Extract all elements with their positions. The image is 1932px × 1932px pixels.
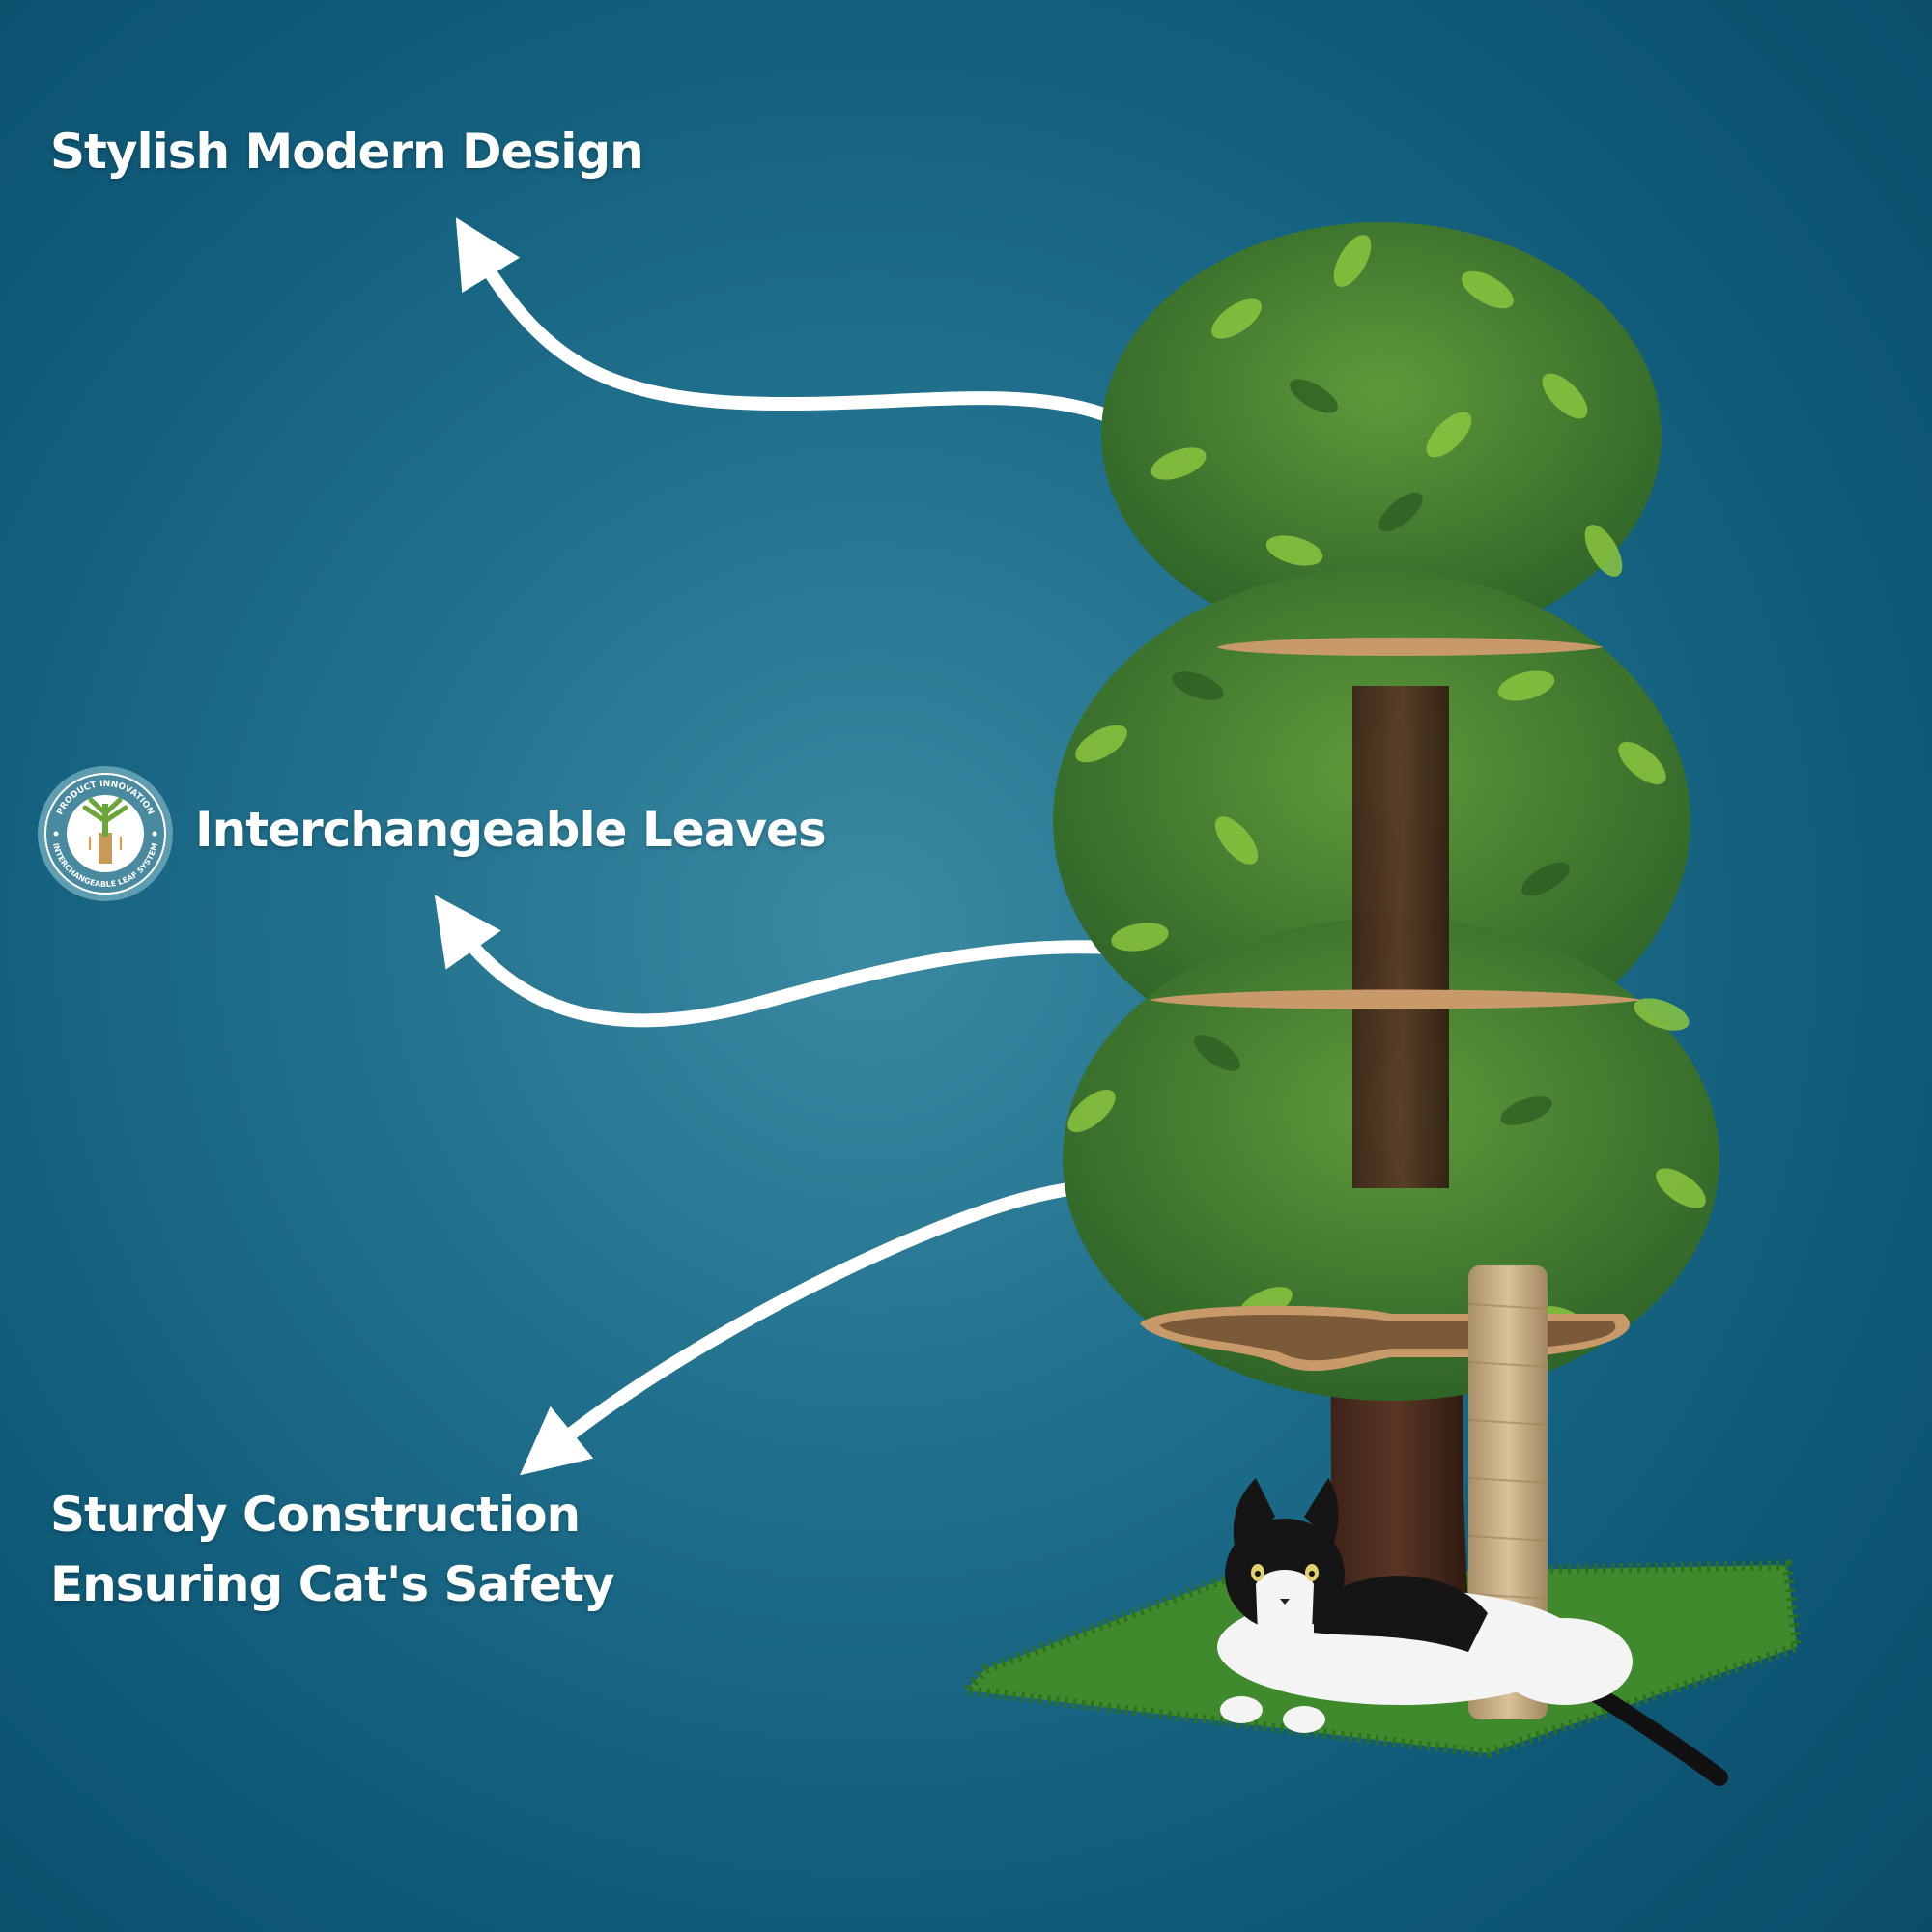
- callout-sturdy: Sturdy Construction Ensuring Cat's Safet…: [50, 1480, 614, 1619]
- tree-icon: [82, 797, 128, 864]
- callout-sturdy-line2: Ensuring Cat's Safety: [50, 1556, 614, 1612]
- platform-middle: [1150, 989, 1642, 1009]
- cat-tree-illustration: [955, 222, 1803, 1786]
- callout-sturdy-line1: Sturdy Construction: [50, 1487, 581, 1543]
- callout-design: Stylish Modern Design: [50, 124, 644, 180]
- product-innovation-badge: PRODUCT INNOVATION INTERCHANGEABLE LEAF …: [38, 766, 173, 901]
- foliage: [1053, 222, 1719, 1401]
- cat: [1217, 1478, 1728, 1786]
- platform-top: [1217, 637, 1604, 656]
- callout-leaves: Interchangeable Leaves: [195, 802, 827, 858]
